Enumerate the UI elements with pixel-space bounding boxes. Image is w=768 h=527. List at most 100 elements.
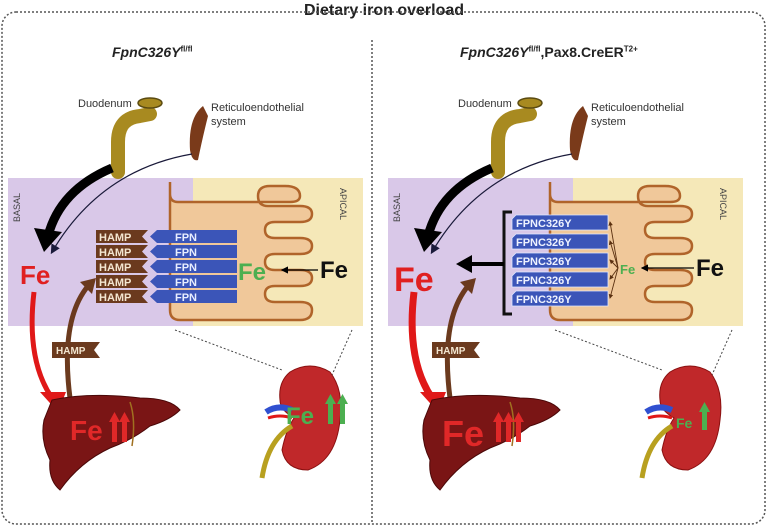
- kidney-fe: Fe: [676, 415, 693, 431]
- kidney-fe-up-arrow-head: [325, 394, 336, 404]
- re-to-serum-arrow: [50, 153, 193, 255]
- fpn-c326y-transporter: [511, 271, 609, 288]
- fpn-transporter: [150, 245, 237, 258]
- liver-fe-up-arrow: [112, 420, 117, 442]
- hamp-liver-tag: [52, 342, 100, 358]
- fpn-label: FPN: [175, 262, 197, 274]
- duodenum-organ: [491, 107, 537, 179]
- zoom-line-right: [711, 329, 733, 376]
- duodenum-arrow-head: [414, 228, 442, 252]
- hamp-tag: [96, 245, 148, 258]
- ureter: [259, 423, 294, 479]
- liver-fe-up-arrow: [496, 420, 501, 442]
- fpn-c326y-label: FPNC326Y: [516, 256, 572, 268]
- hamp-tag: [96, 290, 148, 303]
- genotype-suffix-sup: T2+: [623, 44, 638, 54]
- fpn-c326y-label: FPNC326Y: [516, 275, 572, 287]
- renal-artery: [647, 414, 673, 420]
- kidney-fe-up-arrow: [328, 402, 333, 424]
- renal-vein: [264, 404, 294, 415]
- hamp-label: HAMP: [99, 277, 131, 289]
- fpn-c326y-transporter: [511, 252, 609, 269]
- duodenum-to-serum-arrow: [43, 163, 114, 238]
- kidney-fe-up-arrow: [702, 410, 707, 430]
- liver-hamp-arrow: [64, 284, 90, 399]
- re-system-organ: [569, 106, 588, 161]
- re-to-serum-arrow: [430, 153, 573, 255]
- cell-fe-to-transporter-arrow: [609, 267, 619, 280]
- hamp-label: HAMP: [99, 247, 131, 259]
- fpn-c326y-label: FPNC326Y: [516, 218, 572, 230]
- fpn-c326y-transporter: [511, 214, 609, 231]
- basal-label: BASAL: [392, 193, 402, 222]
- apical-label: APICAL: [338, 188, 348, 220]
- figure-title: Dietary iron overload: [303, 2, 465, 19]
- fpn-label: FPN: [175, 232, 197, 244]
- serum-to-liver-arrow: [29, 291, 55, 400]
- hamp-tag: [96, 275, 148, 288]
- liver-fe-up-arrow-head: [119, 412, 130, 422]
- liver-fe-up-arrow: [516, 420, 521, 442]
- duodenum-arrow-head: [34, 228, 62, 252]
- liver-fe-up-arrow-head: [109, 412, 120, 422]
- lumen-fe: Fe: [320, 257, 348, 284]
- kidney-organ: [659, 365, 722, 471]
- cell-fe: Fe: [620, 262, 635, 277]
- kidney-fe-up-arrow-head: [699, 402, 710, 412]
- liver-hamp-arrow: [444, 284, 470, 399]
- liver-fe-up-arrow-head: [513, 412, 524, 422]
- fpn-transporter: [150, 275, 237, 288]
- zoom-line-left: [554, 329, 663, 371]
- basal-label: BASAL: [12, 193, 22, 222]
- liver-fe-up-arrow-head: [503, 412, 514, 422]
- liver-lobe-line: [129, 401, 135, 447]
- fpn-label: FPN: [175, 292, 197, 304]
- hamp-liver-label: HAMP: [436, 346, 466, 357]
- re-label-line2: system: [591, 116, 626, 128]
- kidney-fe-up-arrow: [340, 402, 345, 424]
- outer-frame: [1, 11, 766, 525]
- re-label-line2: system: [211, 116, 246, 128]
- lumen-fe: Fe: [696, 255, 724, 282]
- duodenum-opening: [137, 97, 163, 109]
- cell-fe-to-transporter-arrow: [609, 259, 619, 269]
- fpn-transporter: [150, 260, 237, 273]
- duodenum-opening: [517, 97, 543, 109]
- zoom-line-right: [331, 329, 353, 376]
- zoom-line-left: [174, 329, 283, 371]
- re-label-line1: Reticuloendothelial: [591, 102, 684, 114]
- genotype-main: FpnC326Y: [460, 44, 529, 60]
- fpn-c326y-transporter: [511, 233, 609, 250]
- re-label-line1: Reticuloendothelial: [211, 102, 304, 114]
- duodenum-organ: [111, 107, 157, 179]
- duodenum-to-serum-arrow: [423, 163, 494, 238]
- liver-organ: [42, 394, 181, 491]
- ureter: [639, 423, 674, 479]
- fpn-transporter: [150, 290, 237, 303]
- liver-fe: Fe: [70, 415, 103, 446]
- apical-label: APICAL: [718, 188, 728, 220]
- kidney-organ: [279, 365, 342, 471]
- cell-fe-to-transporter-arrow: [608, 267, 619, 299]
- fpn-c326y-label: FPNC326Y: [516, 237, 572, 249]
- panel-knockin: BASAL APICAL Duodenum Reticuloendothelial sy…: [388, 97, 743, 491]
- genotype-suffix: ,Pax8.CreER: [540, 44, 624, 60]
- hamp-label: HAMP: [99, 292, 131, 304]
- serum-to-liver-arrow: [408, 291, 435, 400]
- hamp-label: HAMP: [99, 262, 131, 274]
- fpn-label: FPN: [175, 247, 197, 259]
- hamp-label: HAMP: [99, 232, 131, 244]
- hamp-tag: [96, 230, 148, 243]
- fpn-c326y-label: FPNC326Y: [516, 294, 572, 306]
- cell-fe: Fe: [238, 259, 266, 286]
- fpn-c326y-transporter: [511, 290, 609, 307]
- liver-hamp-arrow-head: [80, 278, 96, 294]
- duodenum-label: Duodenum: [458, 98, 512, 110]
- panel-title-control: FpnC326Yfl/fl: [112, 44, 192, 60]
- renal-vein: [644, 404, 674, 415]
- liver-fe: Fe: [442, 413, 484, 454]
- kidney-fe: Fe: [286, 403, 314, 430]
